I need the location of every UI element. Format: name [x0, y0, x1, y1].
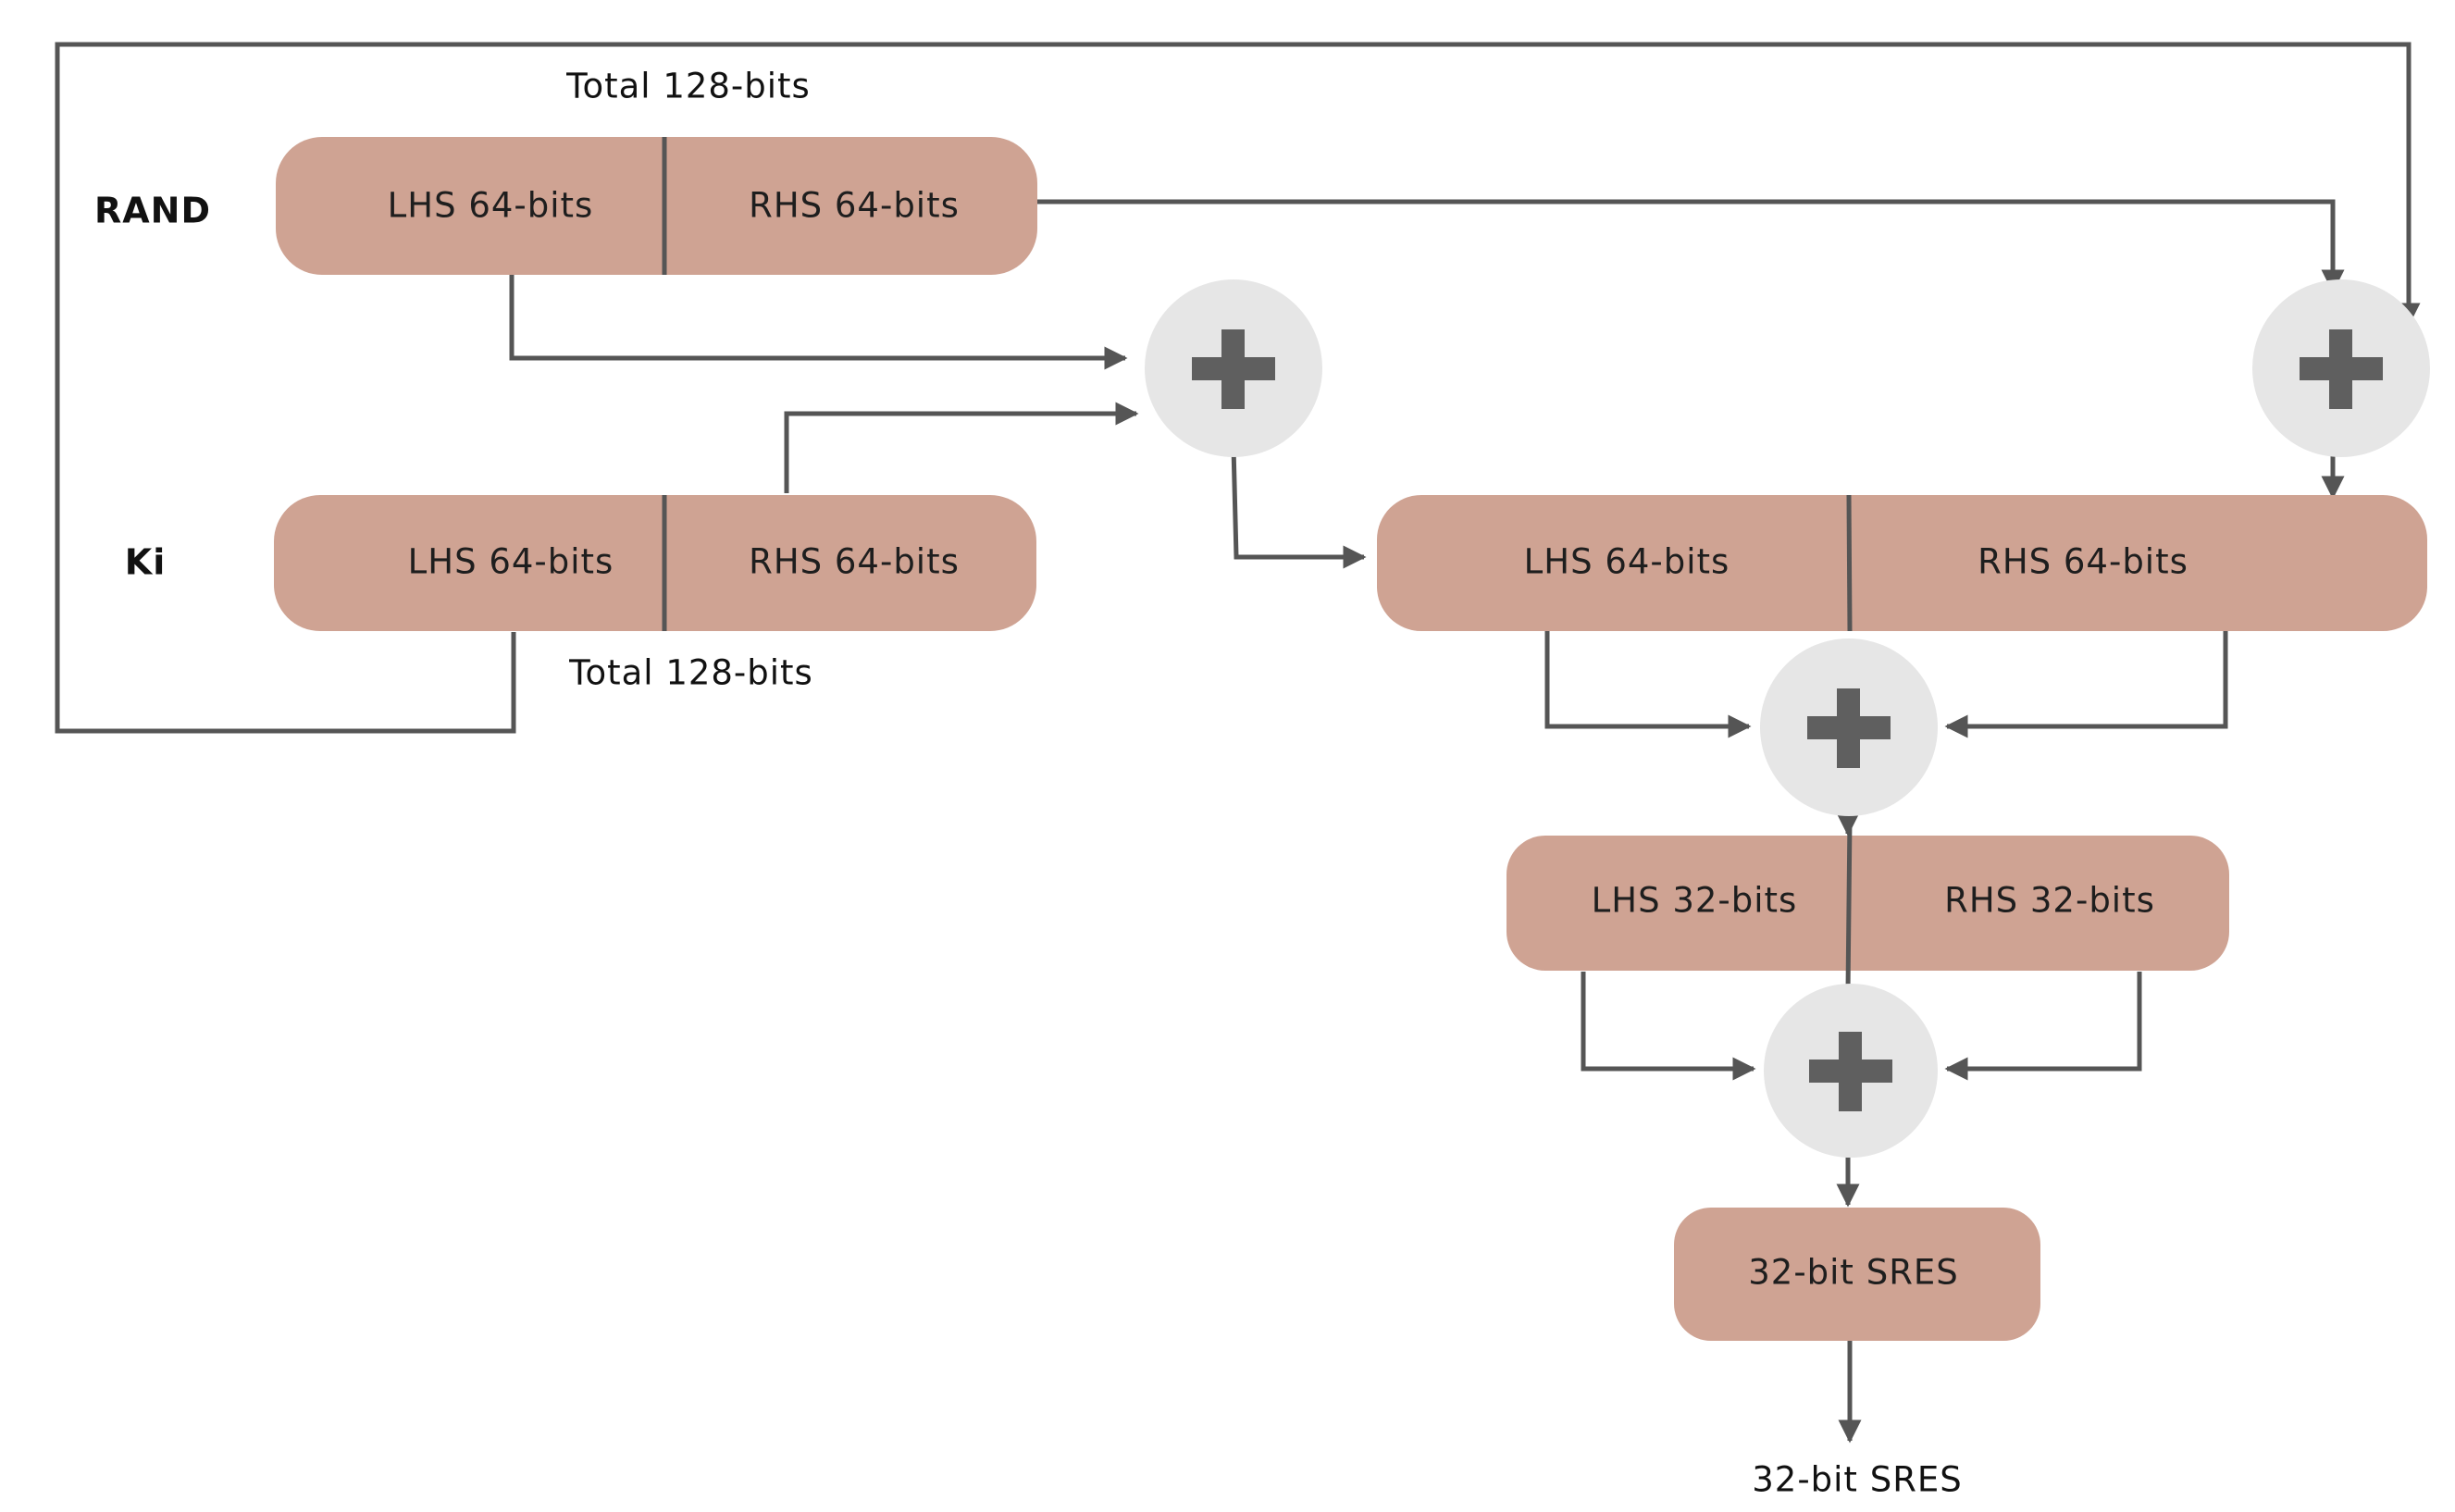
mid-rhs-to-xor-3-line	[1944, 631, 2228, 738]
xor-left-to-mid-lhs-line	[1231, 446, 1367, 569]
ki-block: LHS 64-bits RHS 64-bits	[274, 495, 1036, 631]
half-block-divider	[1845, 818, 1853, 992]
half-rhs-label: RHS 32-bits	[1944, 881, 2155, 921]
mid-block-shape	[1377, 495, 2427, 631]
sres-block-label: 32-bit SRES	[1748, 1253, 1959, 1293]
rand-rhs-to-xor-right-line	[1035, 199, 2345, 293]
ki-feedback-line	[55, 42, 2421, 734]
mid-lhs-label: LHS 64-bits	[1524, 542, 1730, 582]
ki-block-shape	[274, 495, 1036, 631]
rand-block: LHS 64-bits RHS 64-bits	[276, 137, 1037, 275]
plus-icon	[1807, 688, 1891, 768]
mid-block: LHS 64-bits RHS 64-bits	[1377, 494, 2427, 632]
ki-label: Ki	[125, 542, 166, 583]
plus-icon	[2300, 329, 2383, 409]
rand-lhs-to-xor-left-line	[509, 275, 1128, 370]
xor-operator-mid	[1760, 638, 1938, 816]
rand-label: RAND	[94, 191, 211, 231]
half-block: LHS 32-bits RHS 32-bits	[1506, 836, 2229, 971]
half-block-shape	[1506, 836, 2229, 971]
xor-operator-left	[1145, 279, 1322, 457]
mid-block-divider	[1846, 494, 1853, 632]
sres-block-shape	[1674, 1208, 2040, 1341]
half-lhs-to-xor-4-line	[1581, 972, 1756, 1081]
ki-total-label: Total 128-bits	[568, 653, 813, 693]
rand-block-shape	[276, 137, 1037, 275]
xor-operator-right	[2252, 279, 2430, 457]
ki-rhs-to-xor-left-line	[784, 402, 1139, 493]
rand-rhs-label: RHS 64-bits	[749, 186, 960, 226]
sres-block: 32-bit SRES	[1674, 1208, 2040, 1341]
mid-rhs-label: RHS 64-bits	[1978, 542, 2188, 582]
output-label: 32-bit SRES	[1752, 1460, 1963, 1500]
ki-lhs-label: LHS 64-bits	[408, 542, 614, 582]
xor-operator-bottom	[1764, 984, 1938, 1158]
half-lhs-label: LHS 32-bits	[1592, 881, 1798, 921]
ki-rhs-label: RHS 64-bits	[749, 542, 960, 582]
half-rhs-to-xor-4-line	[1944, 972, 2142, 1081]
plus-icon	[1192, 329, 1275, 409]
rand-total-label: Total 128-bits	[565, 67, 811, 106]
rand-lhs-label: LHS 64-bits	[388, 186, 594, 226]
mid-lhs-to-xor-3-line	[1544, 631, 1752, 738]
plus-icon	[1809, 1032, 1892, 1111]
